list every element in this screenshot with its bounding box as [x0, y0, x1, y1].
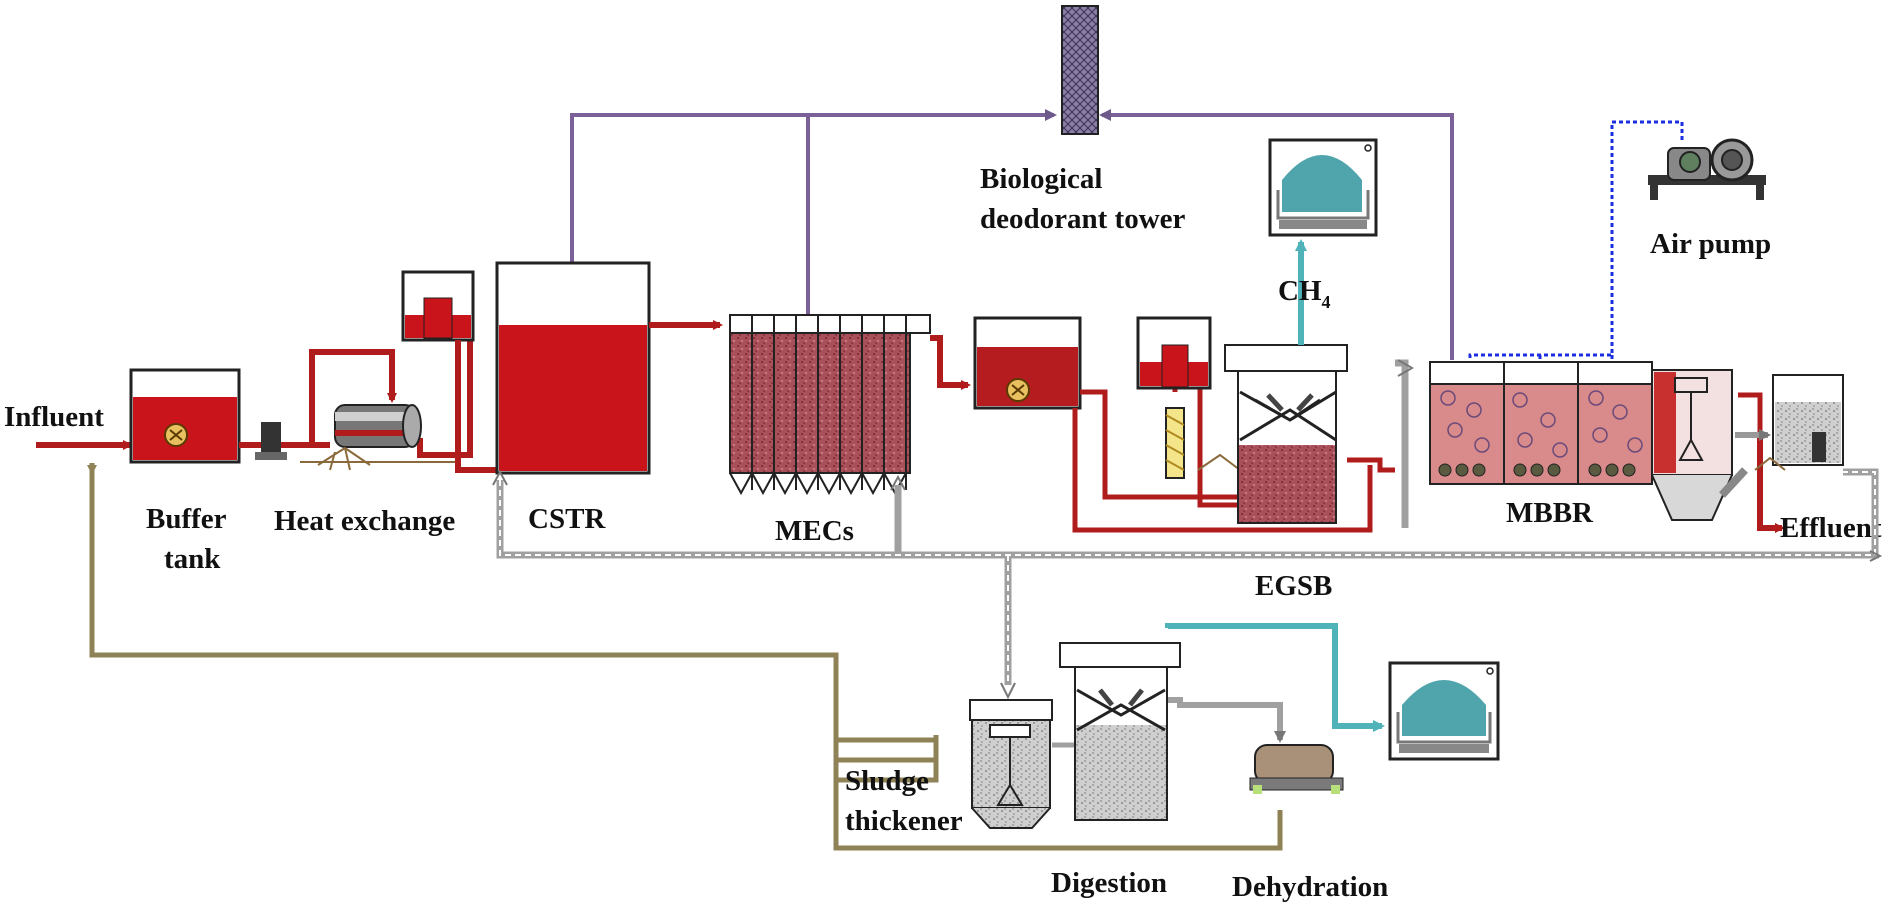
egsb-heater: [1165, 407, 1241, 479]
sludge-thickener[interactable]: [969, 699, 1053, 829]
air-pump-label: Air pump: [1650, 228, 1771, 260]
secondary-settler[interactable]: [1651, 369, 1748, 521]
egsb-to-mbbr-pipe: [1347, 457, 1395, 473]
digestion-label: Digestion: [1051, 867, 1167, 899]
biological-deodorant-tower[interactable]: [1061, 5, 1099, 135]
cstr-reactor[interactable]: [495, 261, 651, 475]
gas-holder-top[interactable]: [1268, 138, 1378, 237]
cstr-head-tank[interactable]: [401, 270, 475, 342]
digester-to-dewatering-pipe: [1168, 697, 1286, 743]
effluent-label: Effluent: [1780, 512, 1882, 544]
dewatering-unit[interactable]: [1249, 744, 1344, 794]
dehydration-label: Dehydration: [1232, 871, 1388, 903]
buffer-tank[interactable]: [129, 368, 241, 464]
influent-label: Influent: [4, 401, 104, 433]
digester[interactable]: [1059, 642, 1181, 821]
feed-pump-icon: [255, 422, 287, 460]
mecs-label: MECs: [775, 515, 854, 547]
digester-biogas-line: [1165, 623, 1385, 732]
egsb-head-tank[interactable]: [1136, 316, 1212, 390]
ch4-label: CH4: [1278, 275, 1331, 312]
bio-tower-label-line1: Biological: [980, 163, 1102, 195]
air-pump[interactable]: [1648, 138, 1766, 200]
heat-exchanger[interactable]: [300, 404, 455, 471]
sludge-return-line: [87, 463, 1283, 851]
mbbr-label: MBBR: [1506, 497, 1594, 529]
egsb-reactor[interactable]: [1224, 344, 1348, 524]
gas-holder-bottom[interactable]: [1388, 661, 1500, 761]
mbbr-reactor[interactable]: [1429, 361, 1653, 485]
heat-exchange-label: Heat exchange: [274, 505, 455, 537]
mecs-to-tank-pipe: [930, 335, 971, 390]
sludge-thickener-label-line1: Sludge: [845, 765, 929, 797]
intermediate-tank[interactable]: [973, 316, 1082, 410]
buffer-tank-label-line1: Buffer: [146, 503, 227, 535]
final-clear-water-tank[interactable]: [1772, 374, 1844, 466]
buffer-tank-label-line2: tank: [164, 543, 221, 575]
mecs-reactor[interactable]: [729, 314, 931, 496]
sludge-thickener-label-line2: thickener: [845, 805, 963, 837]
bio-tower-label-line2: deodorant tower: [980, 203, 1186, 235]
egsb-label: EGSB: [1255, 570, 1332, 602]
cstr-feed-pipe: [455, 340, 497, 473]
gas-collection-lines: [570, 109, 1454, 360]
cstr-label: CSTR: [528, 503, 606, 535]
